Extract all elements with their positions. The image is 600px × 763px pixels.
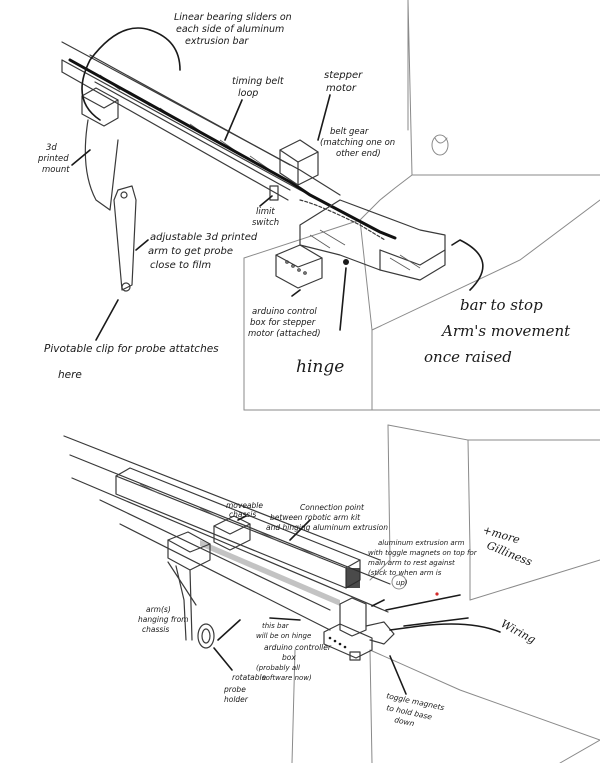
- red-dot-marker: [435, 592, 439, 596]
- bottom-hanging-arm: [167, 531, 211, 641]
- label-arduino-box-2: box for stepper: [250, 318, 316, 328]
- label-toggle-3: down: [394, 715, 416, 728]
- label-stepper-2: motor: [326, 83, 357, 94]
- label-rotatable-3: holder: [224, 695, 249, 704]
- label-wiring: Wiring: [499, 617, 538, 646]
- bottom-shade-strip: [200, 540, 340, 606]
- top-arduino-box: [275, 244, 323, 289]
- top-timing-belt: [68, 58, 397, 240]
- label-printed-mount-3: mount: [42, 165, 70, 175]
- label-arm-hanging-1: arm(s): [146, 605, 171, 614]
- top-leader-lines: [71, 27, 484, 341]
- label-extrusion-arm-1: aluminum extrusion arm: [378, 539, 465, 547]
- label-limit-switch-2: switch: [252, 218, 279, 228]
- label-extrusion-arm-4: (stick to when arm is: [368, 569, 442, 577]
- label-adjustable-arm-1: adjustable 3d printed: [150, 232, 258, 243]
- label-arduino-ctrl-3: (probably all: [256, 664, 300, 672]
- label-extrusion-arm-5: up): [396, 579, 408, 587]
- label-arm-hanging-3: chassis: [142, 625, 169, 634]
- label-belt-gear-2: (matching one on: [320, 138, 395, 148]
- wall-knob-icon: [431, 134, 449, 156]
- label-arduino-ctrl-2: box: [282, 653, 296, 662]
- label-arduino-box-3: motor (attached): [248, 329, 321, 339]
- label-connection-3: and hinging aluminum extrusion: [266, 523, 388, 532]
- label-timing-belt-2: loop: [238, 88, 258, 99]
- label-printed-mount-1: 3d: [46, 143, 57, 153]
- label-pivot-clip-1: Pivotable clip for probe attatches: [44, 343, 219, 355]
- label-connection-2: between robotic arm kit: [270, 513, 361, 522]
- label-extrusion-arm-2: with toggle magnets on top for: [368, 549, 478, 557]
- label-timing-belt-1: timing belt: [232, 76, 285, 87]
- label-stepper-1: stepper: [324, 70, 363, 81]
- label-bar-hinge-2: will be on hinge: [256, 632, 311, 640]
- label-bar-hinge-1: this bar: [262, 622, 290, 630]
- top-base-block: [299, 199, 446, 281]
- bottom-base-assembly: [323, 597, 395, 661]
- bottom-sketch: moveable chassis Connection point betwee…: [63, 424, 600, 763]
- label-bar-stop-3: once raised: [424, 348, 512, 366]
- top-printed-mount: [81, 87, 119, 211]
- label-arduino-ctrl-4: software now): [262, 674, 312, 682]
- label-rotatable-1: rotatable: [232, 673, 267, 682]
- label-linear-bearing-1: Linear bearing sliders on: [174, 12, 292, 23]
- top-extrusion-rail: [61, 41, 341, 211]
- label-limit-switch-1: limit: [256, 207, 275, 217]
- label-linear-bearing-2: each side of aluminum: [176, 24, 284, 35]
- label-adjustable-arm-3: close to film: [150, 260, 211, 271]
- label-linear-bearing-3: extrusion bar: [185, 36, 249, 47]
- label-adjustable-arm-2: arm to get probe: [148, 246, 233, 257]
- label-bar-stop-1: bar to stop: [460, 296, 543, 314]
- bottom-rails: [63, 435, 391, 631]
- top-limit-switch: [269, 185, 279, 201]
- label-bar-stop-2: Arm's movement: [440, 322, 571, 340]
- bottom-leader-lines: [213, 515, 501, 695]
- top-adjustable-arm: [113, 185, 137, 292]
- bottom-probe-holder: [197, 623, 215, 649]
- label-arm-hanging-2: hanging from: [138, 615, 188, 624]
- label-arduino-ctrl-1: arduino controller: [264, 643, 332, 652]
- label-moveable-1: moveable: [226, 501, 263, 510]
- label-hinge: hinge: [296, 357, 344, 377]
- bottom-moveable-chassis: [213, 515, 251, 551]
- top-wall-outline: [243, 0, 600, 411]
- label-moveable-2: chassis: [229, 510, 256, 519]
- label-arduino-box-1: arduino control: [252, 307, 317, 317]
- bottom-wall-port-icon: [391, 574, 407, 590]
- label-connection-1: Connection point: [300, 503, 365, 512]
- hinge-pin-icon: [343, 259, 349, 265]
- label-printed-mount-2: printed: [37, 154, 69, 164]
- label-belt-gear-3: other end): [336, 149, 381, 159]
- label-extrusion-arm-3: main arm to rest against: [368, 559, 455, 567]
- top-sketch: Linear bearing sliders on each side of a…: [37, 0, 600, 411]
- label-belt-gear-1: belt gear: [330, 127, 369, 137]
- top-stepper-motor: [279, 139, 319, 186]
- bottom-wall-outline: [291, 424, 600, 763]
- label-rotatable-2: probe: [223, 685, 246, 694]
- bottom-extrusion-bar: [115, 467, 361, 589]
- label-pivot-clip-2: here: [58, 369, 82, 381]
